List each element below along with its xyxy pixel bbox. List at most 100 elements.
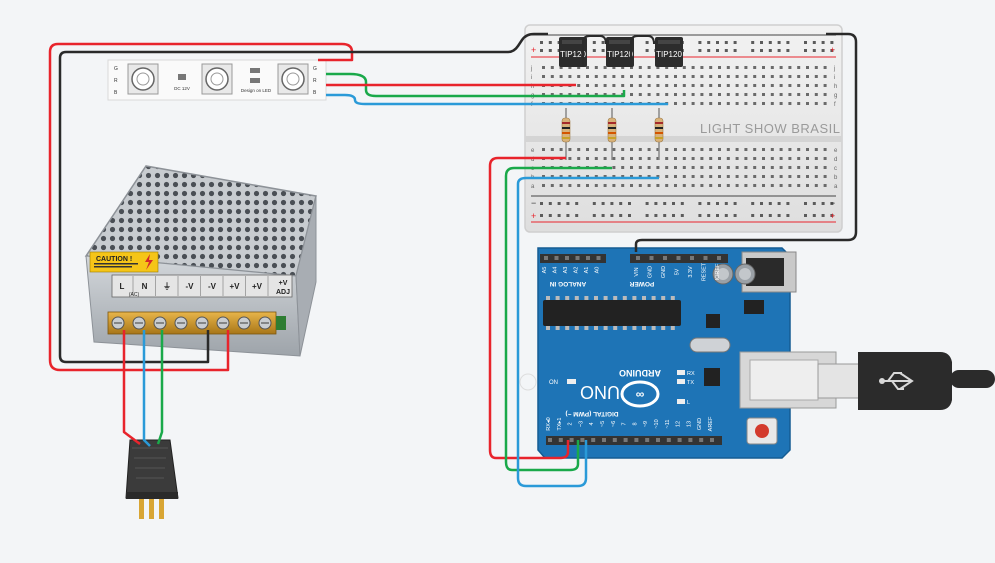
rail-hole — [768, 49, 772, 52]
rail-hole — [821, 49, 825, 52]
power-pin-1: GND — [648, 266, 654, 278]
chip-pin — [555, 326, 560, 330]
breadboard-hole — [779, 166, 783, 169]
digital-pin-socket — [677, 438, 682, 442]
breadboard-hole — [612, 166, 616, 169]
digital-pin-2: 2 — [568, 422, 574, 425]
breadboard-hole — [735, 148, 739, 151]
rail-hole — [592, 41, 596, 44]
breadboard-hole — [718, 75, 721, 78]
breadboard-hole — [691, 84, 695, 87]
breadboard-hole — [709, 166, 713, 169]
row-letter-e: e — [531, 148, 535, 154]
breadboard-watermark: LIGHT SHOW BRASIL — [700, 121, 840, 136]
rail-hole — [707, 49, 711, 52]
breadboard-hole — [674, 157, 677, 160]
breadboard-hole — [744, 102, 748, 105]
digital-pin-socket — [580, 438, 585, 442]
rail-hole — [724, 41, 728, 44]
breadboard-hole — [586, 75, 589, 78]
breadboard-hole — [621, 148, 625, 151]
breadboard-hole — [647, 148, 651, 151]
rail-hole — [777, 41, 781, 44]
breadboard-hole — [744, 66, 748, 69]
breadboard-hole — [638, 157, 642, 160]
wires — [48, 32, 858, 488]
rail-hole — [645, 49, 649, 52]
breadboard-hole — [621, 93, 625, 96]
breadboard-hole — [814, 102, 818, 105]
rail-hole — [716, 214, 719, 217]
rail-hole — [786, 202, 790, 205]
breadboard-hole — [762, 102, 765, 105]
breadboard-hole — [709, 148, 713, 151]
breadboard-hole — [700, 184, 704, 187]
row-letter-g-right: g — [834, 93, 837, 99]
rail-hole — [654, 214, 658, 217]
breadboard-hole — [735, 84, 739, 87]
breadboard-hole — [559, 93, 563, 96]
breadboard-hole — [586, 175, 589, 178]
breadboard-hole — [700, 84, 704, 87]
breadboard-hole — [568, 75, 572, 78]
rail-hole — [786, 41, 790, 44]
transistor-1: TIP120 — [559, 37, 587, 67]
rx-led — [677, 370, 685, 375]
arduino-board: ∞ ARDUINO UNO ANALOG IN POWER DIGITAL (P… — [519, 247, 837, 459]
breadboard-hole — [691, 175, 695, 178]
chip-pin — [613, 326, 618, 330]
chip-pin — [661, 296, 666, 300]
breadboard-hole — [656, 166, 660, 169]
digital-pin-8: 8 — [632, 422, 638, 425]
wire-led-blue — [326, 93, 668, 106]
breadboard-hole — [577, 84, 581, 87]
wire-arduino-ground — [634, 32, 858, 252]
breadboard-hole — [568, 175, 572, 178]
breadboard-hole — [682, 175, 686, 178]
reset-button[interactable] — [746, 417, 778, 445]
breadboard-hole — [700, 157, 704, 160]
breadboard-hole — [682, 148, 686, 151]
breadboard-hole — [735, 157, 739, 160]
led-strip-pin-right-b: B — [313, 90, 317, 96]
chip-pin — [584, 326, 589, 330]
breadboard-hole — [630, 184, 633, 187]
breadboard-hole — [797, 84, 801, 87]
on-label: ON — [549, 380, 558, 386]
breadboard-hole — [700, 148, 704, 151]
rail-hole — [557, 214, 561, 217]
breadboard-hole — [779, 184, 783, 187]
rail-hole — [566, 202, 570, 205]
analog-pin-socket — [596, 256, 601, 260]
breadboard-hole — [806, 102, 809, 105]
analog-pin-4: A1 — [584, 267, 590, 274]
rail-hole — [592, 202, 596, 205]
breadboard-hole — [718, 102, 721, 105]
chip-pin — [574, 296, 579, 300]
breadboard-hole — [753, 166, 757, 169]
breadboard-hole — [665, 75, 669, 78]
chip-pin — [661, 326, 666, 330]
breadboard-hole — [656, 66, 660, 69]
power-pin-4: 3.3V — [688, 266, 694, 278]
breadboard-hole — [682, 75, 686, 78]
breadboard-hole — [603, 84, 607, 87]
breadboard-hole — [612, 148, 616, 151]
breadboard-hole — [806, 75, 809, 78]
rail-hole — [821, 214, 825, 217]
breadboard-hole — [762, 75, 765, 78]
breadboard-hole — [700, 102, 704, 105]
breadboard-hole — [542, 148, 545, 151]
breadboard-hole — [621, 184, 625, 187]
rail-hole — [707, 41, 711, 44]
breadboard-hole — [814, 66, 818, 69]
usb-icon — [879, 372, 914, 390]
power-pin-0: VIN — [634, 267, 640, 276]
wire-pin3-red — [488, 156, 570, 460]
rail-hole — [777, 214, 781, 217]
breadboard-hole — [550, 66, 554, 69]
caution-label: CAUTION ! — [89, 251, 159, 273]
breadboard-hole — [638, 84, 642, 87]
psu-screws — [111, 316, 272, 330]
